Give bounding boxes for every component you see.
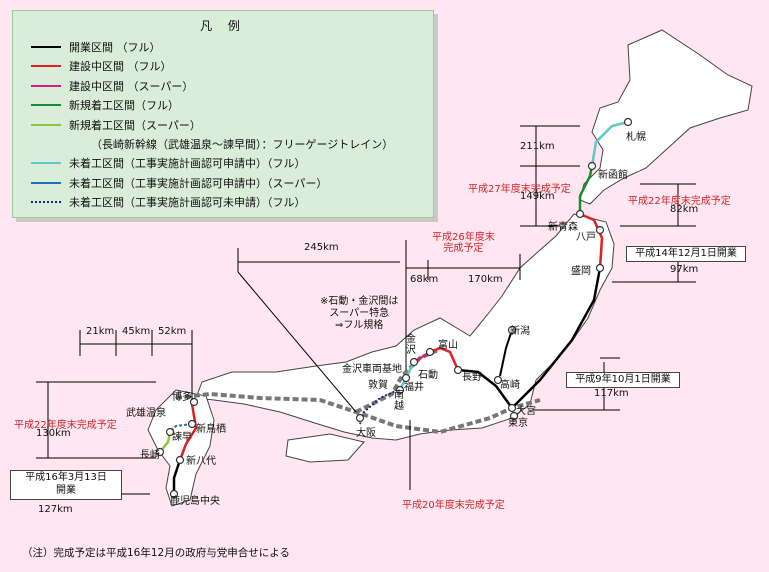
legend-swatch bbox=[31, 162, 61, 165]
distance-52km: 52km bbox=[158, 326, 187, 337]
tohoku-open-line bbox=[511, 267, 602, 409]
footnote: （注）完成予定は平成16年12月の政府与党申合せによる bbox=[22, 547, 290, 559]
note-h27: 平成27年度末完成予定 bbox=[468, 184, 571, 195]
legend-swatch bbox=[31, 65, 61, 68]
legend-swatch bbox=[31, 123, 61, 126]
distance-45km: 45km bbox=[122, 326, 151, 337]
legend-swatch bbox=[31, 181, 61, 184]
distance-211km: 211km bbox=[520, 141, 555, 152]
conventional-line bbox=[175, 391, 541, 435]
hokkaido-new-line bbox=[578, 165, 594, 214]
station-shintosu: 新鳥栖 bbox=[196, 424, 226, 435]
nagano-open-line bbox=[457, 368, 514, 409]
station-kanazawa-depot: 金沢車両基地 bbox=[342, 364, 402, 375]
station-takasaki: 高崎 bbox=[500, 380, 520, 391]
legend-label: 建設中区間 （スーパー） bbox=[69, 79, 194, 93]
station-markers bbox=[155, 117, 633, 499]
station-kagoshima: 鹿児島中央 bbox=[170, 496, 220, 507]
honshu-landmass bbox=[195, 213, 615, 441]
legend-label: 新規着工区間（フル） bbox=[69, 99, 179, 113]
legend-label: 開業区間 （フル） bbox=[69, 41, 161, 54]
station-shinyatsushiro: 新八代 bbox=[186, 456, 216, 467]
legend-panel: 凡 例 開業区間 （フル） 建設中区間 （フル） 建設中区間 （スーパー） 新規着工区… bbox=[12, 10, 434, 218]
distance-68km: 68km bbox=[410, 274, 439, 285]
legend-title: 凡 例 bbox=[200, 19, 246, 33]
distance-82km: 82km bbox=[670, 204, 699, 215]
distance-127km: 127km bbox=[38, 504, 73, 515]
hokkaido-landmass bbox=[579, 29, 753, 205]
station-toyama: 富山 bbox=[438, 340, 458, 351]
distance-170km: 170km bbox=[468, 274, 503, 285]
distance-21km: 21km bbox=[86, 326, 115, 337]
station-shinaomori: 新青森 bbox=[548, 222, 578, 233]
station-isahaya: 諫早 bbox=[172, 432, 192, 443]
station-hakata: 博多 bbox=[172, 392, 192, 403]
station-nanetsu: 南 越 bbox=[394, 390, 404, 412]
legend-label: （長崎新幹線（武雄温泉～諫早間）：フリーゲージトレイン） bbox=[91, 138, 394, 151]
station-takeo: 武雄温泉 bbox=[126, 408, 166, 419]
distance-149km: 149km bbox=[520, 191, 555, 202]
note-ishido: ※石動・金沢間は スーパー特急 ⇒フル規格 bbox=[320, 296, 399, 331]
opening-h14: 平成14年12月1日開業 bbox=[626, 246, 746, 262]
dimension-lines bbox=[36, 125, 696, 495]
station-osaka: 大阪 bbox=[356, 428, 376, 439]
distance-97km: 97km bbox=[670, 264, 699, 275]
station-fukui: 福井 bbox=[404, 382, 424, 393]
legend-label: 未着工区間（工事実施計画認可未申請）（フル） bbox=[69, 196, 306, 210]
distance-130km: 130km bbox=[36, 428, 71, 439]
distance-117km: 117km bbox=[594, 388, 629, 399]
note-h26: 平成26年度末 完成予定 bbox=[432, 232, 495, 254]
station-nagasaki: 長崎 bbox=[140, 450, 160, 461]
kyushu-landmass bbox=[147, 389, 215, 507]
distance-245km: 245km bbox=[304, 242, 339, 253]
note-h22-west: 平成22年度末完成予定 bbox=[14, 420, 117, 431]
station-hachinohe: 八戸 bbox=[576, 232, 596, 243]
legend-swatch bbox=[31, 46, 61, 48]
legend-swatch bbox=[31, 84, 61, 87]
note-h20: 平成20年度末完成予定 bbox=[402, 500, 505, 511]
station-niigata: 新潟 bbox=[510, 326, 530, 337]
station-tsuruga: 敦賀 bbox=[368, 380, 388, 391]
station-morioka: 盛岡 bbox=[571, 266, 591, 277]
station-ishido: 石動 bbox=[418, 370, 438, 381]
legend-swatch bbox=[31, 201, 61, 204]
station-kanazawa: 金 沢 bbox=[406, 334, 416, 356]
legend-label: 新規着工区間（スーパー） bbox=[69, 118, 201, 132]
legend-label: 未着工区間（工事実施計画認可申請中）（フル） bbox=[69, 157, 306, 171]
legend-label: 未着工区間（工事実施計画認可申請中）（スーパー） bbox=[69, 176, 328, 190]
station-nagano: 長野 bbox=[462, 372, 482, 383]
station-omiya: 大宮 bbox=[516, 406, 536, 417]
legend-swatch bbox=[31, 104, 61, 107]
station-shinhakodate: 新函館 bbox=[598, 170, 628, 181]
station-sapporo: 札幌 bbox=[626, 132, 646, 143]
legend-label: 建設中区間 （フル） bbox=[69, 60, 172, 74]
opening-h16: 平成16年3月13日 開業 bbox=[10, 470, 122, 500]
shikoku-landmass bbox=[285, 433, 365, 463]
station-tokyo: 東京 bbox=[508, 418, 528, 429]
opening-h9: 平成9年10月1日開業 bbox=[566, 372, 680, 388]
note-h22-east: 平成22年度末完成予定 bbox=[628, 196, 731, 207]
